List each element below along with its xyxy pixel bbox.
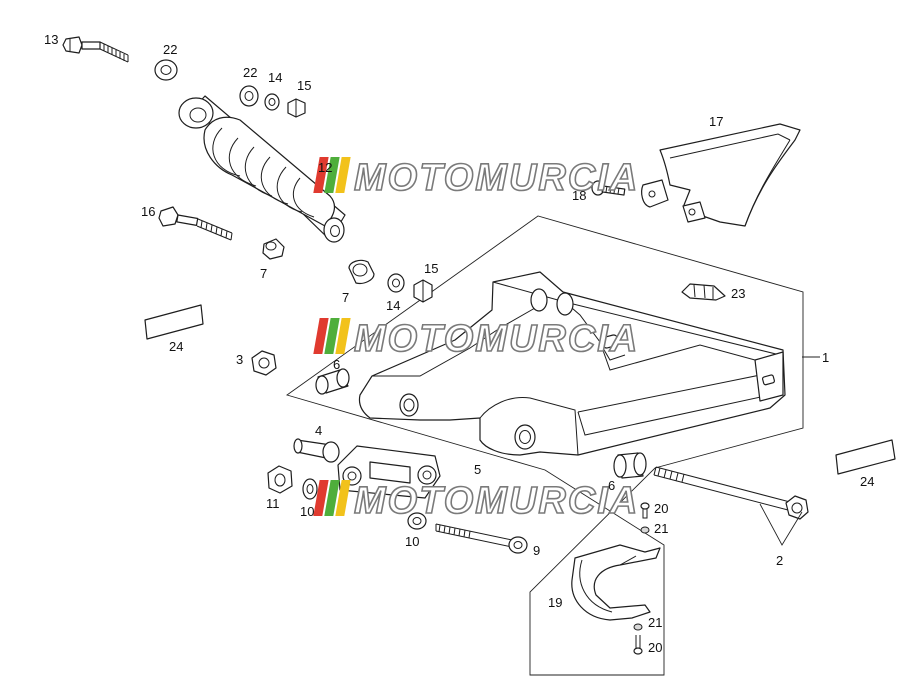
callout-14: 14 — [386, 298, 400, 313]
callout-21: 21 — [648, 615, 662, 630]
watermark-text: MOTOMURCIA — [354, 157, 639, 199]
bushing-6-left — [315, 368, 350, 395]
callout-6: 6 — [608, 478, 615, 493]
nut-15-lower — [413, 279, 433, 303]
callout-20: 20 — [654, 501, 668, 516]
watermark-stripe-red — [313, 157, 329, 193]
washer-22-top — [154, 59, 178, 81]
sticker-24-left — [144, 304, 204, 340]
callout-18: 18 — [572, 188, 586, 203]
washer-14-shock — [264, 93, 280, 111]
bushing-6-right — [613, 452, 647, 479]
watermark-text: MOTOMURCIA — [354, 480, 639, 522]
spacer-7-right — [348, 259, 375, 285]
callout-3: 3 — [236, 352, 243, 367]
screw-20-bottom — [633, 635, 643, 655]
callout-20: 20 — [648, 640, 662, 655]
callout-2: 2 — [776, 553, 783, 568]
callout-17: 17 — [709, 114, 723, 129]
callout-24: 24 — [169, 339, 183, 354]
callout-labels: 13 22 22 14 15 17 12 18 16 7 7 14 15 23 … — [44, 32, 874, 655]
washer-22-shock — [239, 85, 259, 107]
nut-15-shock — [287, 98, 306, 118]
watermark-stripe-yellow — [335, 318, 351, 354]
callout-9: 9 — [533, 543, 540, 558]
callout-7: 7 — [342, 290, 349, 305]
swingarm-1 — [358, 271, 786, 456]
callout-21: 21 — [654, 521, 668, 536]
watermark-middle: MOTOMURCIA — [313, 317, 639, 361]
washer-10-left — [302, 478, 318, 500]
callout-22: 22 — [243, 65, 257, 80]
axle-2 — [653, 466, 809, 520]
callout-13: 13 — [44, 32, 58, 47]
pin-4 — [293, 438, 340, 463]
bolt-16 — [158, 206, 233, 241]
callout-22: 22 — [163, 42, 177, 57]
washer-21-bottom — [633, 623, 643, 631]
washer-10-right — [407, 512, 427, 530]
watermark-stripe-green — [324, 318, 340, 354]
assembly-group-outline — [285, 215, 804, 676]
washer-14-lower — [387, 273, 405, 293]
callout-4: 4 — [315, 423, 322, 438]
callout-6: 6 — [333, 357, 340, 372]
nut-3 — [251, 350, 277, 376]
spacer-7-left — [262, 238, 285, 260]
callout-15: 15 — [424, 261, 438, 276]
link-bracket-5 — [337, 445, 441, 499]
watermark-stripe-red — [313, 480, 329, 516]
bolt-9 — [435, 523, 528, 554]
callout-23: 23 — [731, 286, 745, 301]
watermark-bottom: MOTOMURCIA — [313, 479, 639, 523]
bolt-13 — [62, 36, 129, 63]
callout-14: 14 — [268, 70, 282, 85]
shock-absorber — [178, 95, 346, 243]
callout-10: 10 — [300, 504, 314, 519]
callout-7: 7 — [260, 266, 267, 281]
watermark-stripe-red — [313, 318, 329, 354]
sticker-24-right — [835, 439, 896, 475]
watermark-stripe-yellow — [335, 480, 351, 516]
washer-21-top — [640, 526, 650, 534]
callout-19: 19 — [548, 595, 562, 610]
callout-1: 1 — [822, 350, 829, 365]
callout-12: 12 — [318, 160, 332, 175]
callout-15: 15 — [297, 78, 311, 93]
clip-23 — [681, 283, 726, 301]
watermark-stripe-green — [324, 480, 340, 516]
watermark-stripe-yellow — [335, 157, 351, 193]
watermark-top: MOTOMURCIA — [313, 156, 639, 200]
watermark-stripe-green — [324, 157, 340, 193]
callout-24: 24 — [860, 474, 874, 489]
screw-20-top — [640, 502, 650, 519]
callout-5: 5 — [474, 462, 481, 477]
callout-16: 16 — [141, 204, 155, 219]
guard-19 — [571, 544, 661, 621]
callout-11: 11 — [266, 496, 280, 511]
nut-11 — [267, 465, 293, 494]
callout-10: 10 — [405, 534, 419, 549]
chain-guard-17 — [641, 123, 801, 227]
leader-lines — [759, 356, 820, 546]
watermark-text: MOTOMURCIA — [354, 318, 639, 360]
screw-18 — [591, 180, 626, 196]
